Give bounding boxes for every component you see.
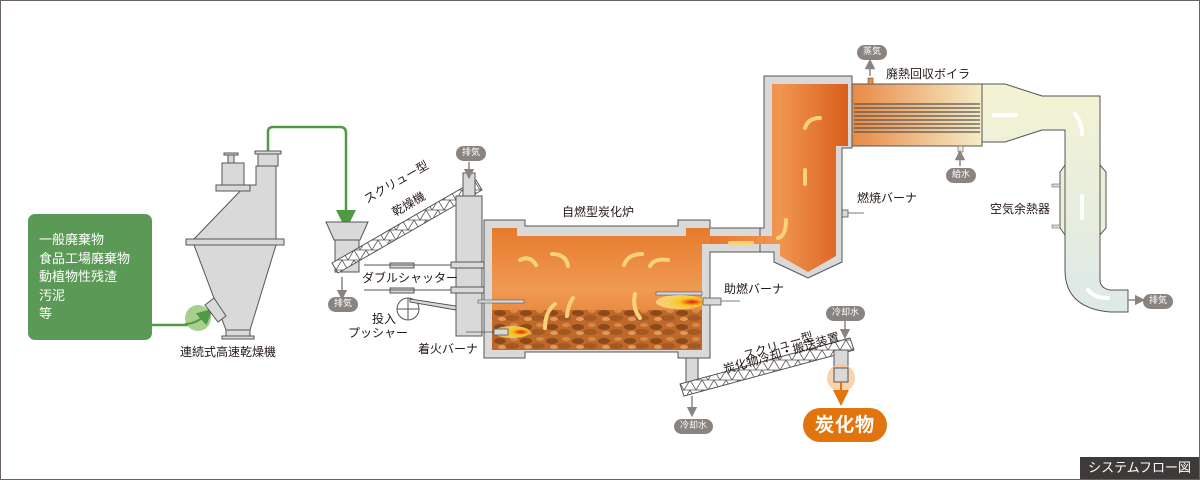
pusher-label-1: 投入 — [372, 312, 397, 326]
duct-flow-arrows — [992, 112, 1110, 300]
screw-cooler-conveyor — [679, 337, 855, 397]
double-shutter-label: ダブルシャッター — [362, 271, 459, 285]
feed-water-tag: 給水 — [946, 168, 977, 183]
screw-dryer-conveyor — [331, 179, 483, 274]
waste-heat-boiler — [851, 77, 983, 153]
input-line: 食品工場廃棄物 — [39, 251, 131, 267]
feeding-tower — [364, 172, 488, 337]
product-charcoal-badge: 炭化物 — [803, 408, 887, 442]
ignition-burner-label: 着火バーナ — [418, 342, 479, 356]
dryer-label: 連続式高速乾燥機 — [180, 345, 277, 359]
input-waste-box: 一般廃棄物 食品工場廃棄物 動植物性残渣 汚泥 等 — [28, 214, 152, 340]
diagram-caption: システムフロー図 — [1080, 457, 1199, 479]
input-line: 一般廃棄物 — [39, 233, 105, 248]
pusher-label-2: プッシャー — [348, 326, 409, 340]
input-line: 汚泥 — [39, 288, 66, 304]
exhaust-tag-final: 排気 — [1143, 294, 1174, 309]
steam-tag: 蒸気 — [857, 45, 888, 60]
auxiliary-flame — [656, 295, 704, 309]
exhaust-tag-tower: 排気 — [456, 146, 487, 161]
input-line: 等 — [39, 307, 53, 322]
input-line: 動植物性残渣 — [39, 270, 118, 285]
input-port-marker — [185, 305, 211, 331]
air-preheater-duct — [981, 83, 1129, 313]
exhaust-tag-screw: 排気 — [328, 297, 359, 312]
furnace-label: 自燃型炭化炉 — [562, 205, 635, 219]
combustion-burner-label: 燃焼バーナ — [857, 191, 918, 205]
air-preheater-label: 空気余熱器 — [990, 202, 1051, 216]
high-speed-dryer — [185, 150, 285, 340]
gas-flow-arrows — [518, 116, 822, 330]
auxiliary-burner-label: 助燃バーナ — [724, 282, 785, 296]
cooling-water-in-tag: 冷却水 — [826, 306, 866, 321]
transfer-flow-line — [266, 125, 356, 230]
boiler-label: 廃熱回収ボイラ — [886, 67, 971, 81]
input-arrow — [184, 308, 213, 326]
cooling-water-out-tag: 冷却水 — [674, 419, 714, 434]
